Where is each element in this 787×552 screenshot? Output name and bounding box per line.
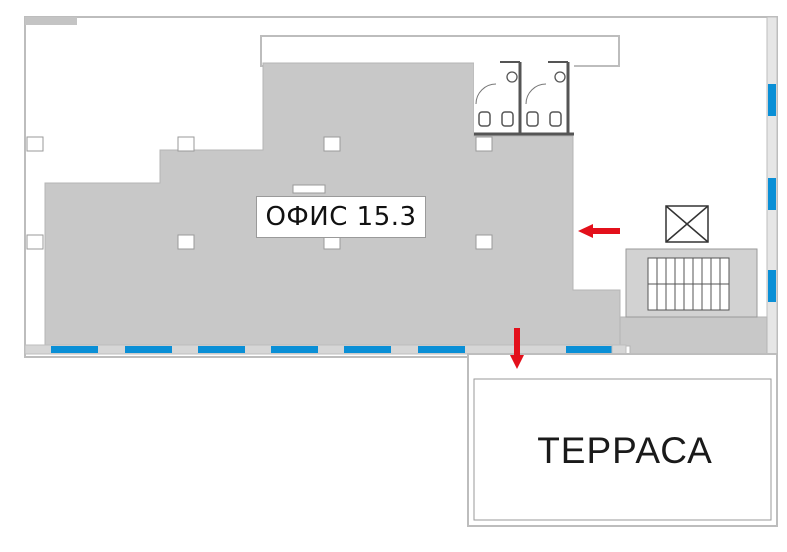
exit-arrow-icon — [510, 328, 524, 369]
terrace-label: ТЕРРАСА — [537, 430, 713, 471]
window-strip-right — [768, 84, 776, 302]
wc-icon — [474, 56, 574, 136]
terrace-area — [467, 353, 778, 527]
stairs-icon — [625, 248, 758, 318]
window-strip-bottom — [51, 346, 613, 353]
columns — [26, 136, 493, 250]
wall-stub — [25, 17, 77, 25]
arrow-icon — [578, 224, 620, 238]
bottom-wall — [24, 344, 626, 355]
terrace-inner — [473, 378, 772, 521]
office-label: ОФИС 15.3 — [256, 196, 426, 238]
elevator-icon — [665, 205, 709, 243]
